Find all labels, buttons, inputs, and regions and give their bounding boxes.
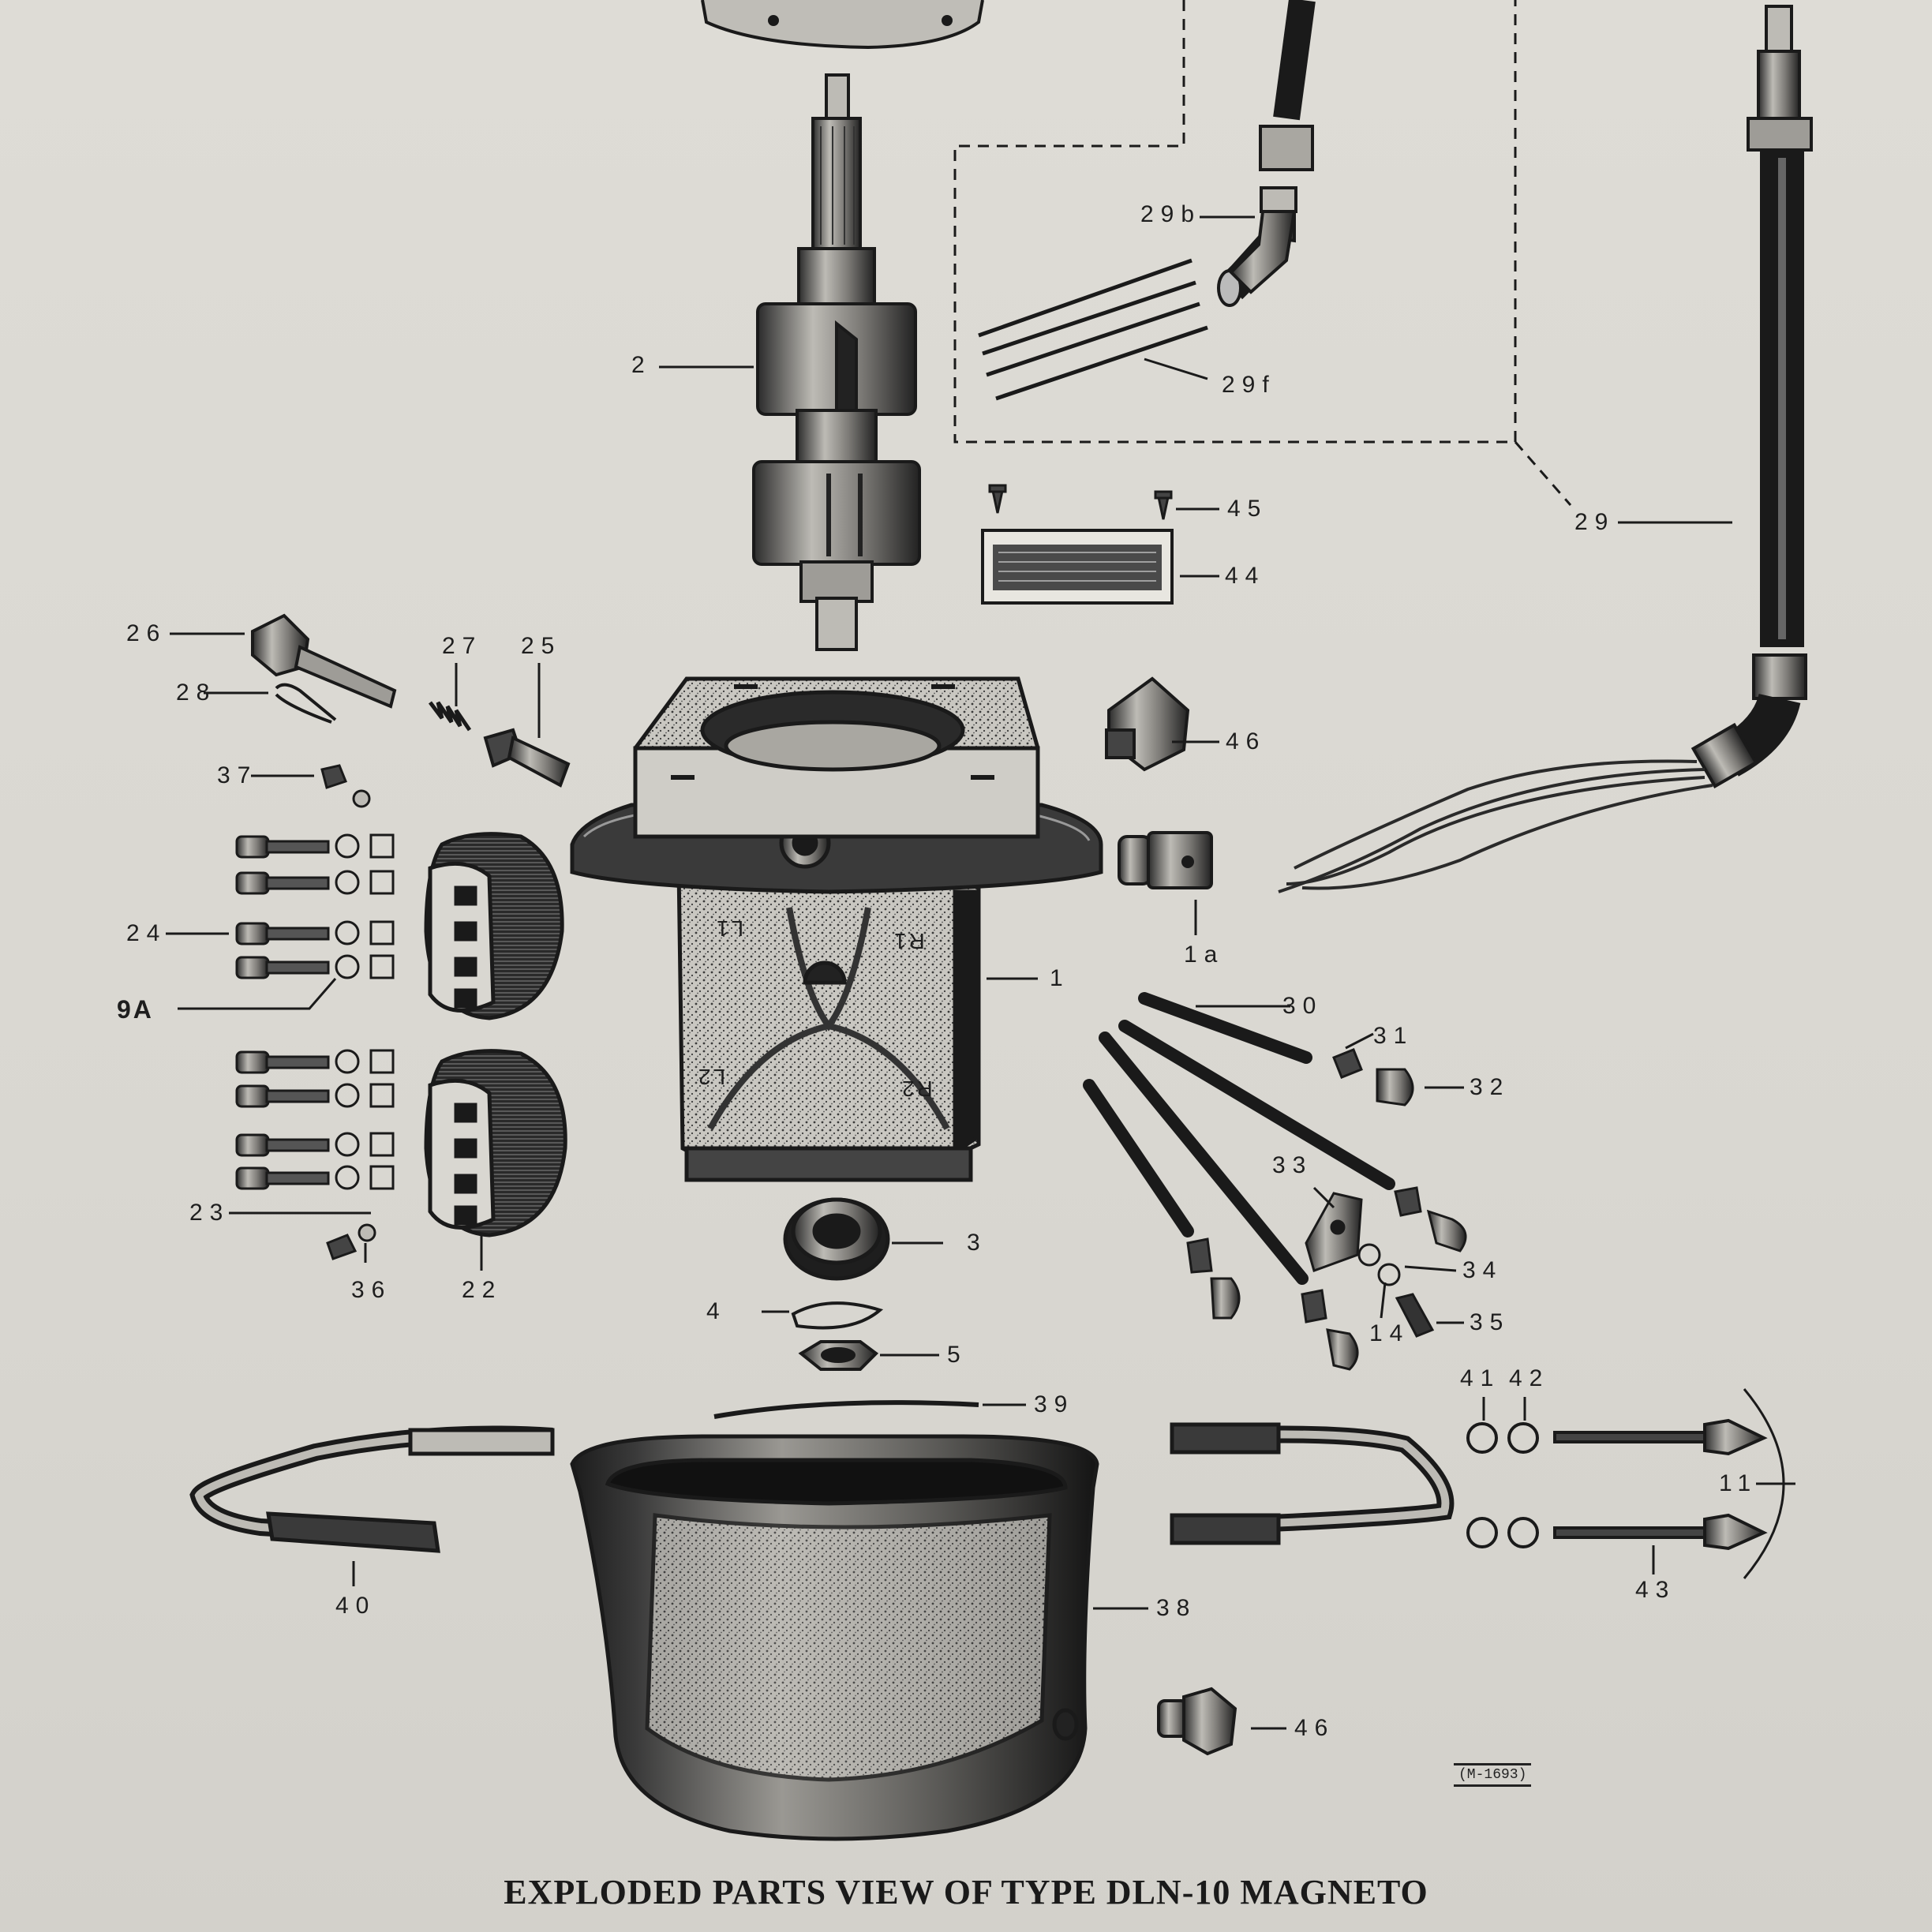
housing-marking-r1: R1 bbox=[892, 929, 925, 953]
clamp-strap-right bbox=[1170, 1422, 1455, 1545]
terminals bbox=[1186, 1048, 1467, 1371]
callout-23: 23 bbox=[189, 1200, 230, 1226]
callout-14: 14 bbox=[1369, 1320, 1410, 1346]
callout-5: 5 bbox=[947, 1342, 968, 1368]
callout-1a: 1a bbox=[1184, 942, 1225, 968]
housing-marking-r2: R2 bbox=[900, 1076, 933, 1101]
washers-41-42 bbox=[1466, 1422, 1539, 1548]
ignition-harness-conduit bbox=[1217, 0, 1813, 893]
callout-42: 42 bbox=[1509, 1365, 1550, 1391]
harness-wires-29f bbox=[978, 258, 1208, 401]
callout-46-upper: 46 bbox=[1226, 728, 1267, 754]
coil-screws-23 bbox=[235, 1049, 395, 1190]
housing-marking-l2: L2 bbox=[696, 1065, 726, 1089]
nameplate-44 bbox=[981, 529, 1174, 605]
callout-22: 22 bbox=[462, 1277, 503, 1303]
callout-33: 33 bbox=[1272, 1152, 1313, 1178]
callout-25: 25 bbox=[521, 633, 562, 659]
plunger-25 bbox=[483, 728, 571, 788]
vent-plug-1a bbox=[1118, 831, 1213, 889]
callout-40: 40 bbox=[335, 1593, 376, 1619]
callout-4: 4 bbox=[706, 1298, 727, 1324]
leader-lines bbox=[166, 215, 1795, 1730]
magneto-housing bbox=[570, 676, 1103, 1182]
callout-38: 38 bbox=[1156, 1595, 1197, 1621]
callout-28: 28 bbox=[176, 680, 217, 706]
callout-26: 26 bbox=[126, 620, 167, 646]
figure-caption: EXPLODED PARTS VIEW OF TYPE DLN-10 MAGNE… bbox=[504, 1873, 1428, 1911]
callout-36: 36 bbox=[351, 1277, 392, 1303]
cotter-pin-28 bbox=[275, 683, 337, 724]
rotor-shaft bbox=[752, 73, 921, 651]
bolts-43 bbox=[1553, 1418, 1768, 1551]
screw-36 bbox=[326, 1223, 376, 1260]
screw-26 bbox=[251, 613, 397, 709]
callout-35: 35 bbox=[1470, 1309, 1511, 1335]
vent-lower-46 bbox=[1157, 1687, 1237, 1756]
callout-27: 27 bbox=[442, 633, 483, 659]
callout-43: 43 bbox=[1635, 1577, 1676, 1603]
callout-29: 29 bbox=[1574, 509, 1616, 535]
callout-46-lower: 46 bbox=[1294, 1715, 1335, 1741]
callout-31: 31 bbox=[1373, 1023, 1414, 1049]
bowl-cover-38 bbox=[570, 1434, 1099, 1841]
spring-27 bbox=[429, 701, 472, 732]
housing-marking-l1: L1 bbox=[714, 916, 744, 941]
clamp-strap-40 bbox=[189, 1425, 555, 1553]
screw-37 bbox=[320, 764, 371, 808]
dashed-group-outline bbox=[953, 0, 1572, 506]
nameplate-screws-45 bbox=[988, 484, 1173, 520]
callout-11: 11 bbox=[1719, 1470, 1758, 1496]
harness-elbow-29b bbox=[1229, 186, 1297, 294]
gasket-39 bbox=[713, 1400, 979, 1419]
drawing-number: (M-1693) bbox=[1454, 1763, 1532, 1787]
callout-37: 37 bbox=[217, 762, 258, 788]
callout-2: 2 bbox=[631, 352, 652, 378]
callout-44: 44 bbox=[1225, 563, 1266, 589]
coil-screws-24 bbox=[235, 833, 395, 979]
vent-upper-46 bbox=[1105, 676, 1190, 772]
callout-24: 24 bbox=[126, 920, 167, 946]
callout-3: 3 bbox=[967, 1230, 987, 1256]
top-cover-fragment bbox=[701, 0, 984, 50]
callout-9A: 9A bbox=[117, 995, 154, 1024]
callout-45: 45 bbox=[1227, 496, 1268, 522]
bearing-3 bbox=[783, 1197, 890, 1281]
callout-41: 41 bbox=[1460, 1365, 1501, 1391]
callout-30: 30 bbox=[1282, 993, 1324, 1019]
callout-29b: 29b bbox=[1140, 201, 1202, 227]
callout-29f: 29f bbox=[1222, 372, 1276, 398]
lead-wires bbox=[1083, 992, 1395, 1285]
nut-5 bbox=[798, 1340, 879, 1371]
callout-32: 32 bbox=[1470, 1074, 1511, 1100]
clip-4 bbox=[791, 1301, 884, 1330]
callout-1: 1 bbox=[1050, 965, 1070, 991]
coil-upper bbox=[424, 832, 564, 1020]
callout-34: 34 bbox=[1462, 1257, 1503, 1283]
callout-39: 39 bbox=[1034, 1391, 1075, 1417]
coil-lower-22 bbox=[424, 1049, 567, 1237]
